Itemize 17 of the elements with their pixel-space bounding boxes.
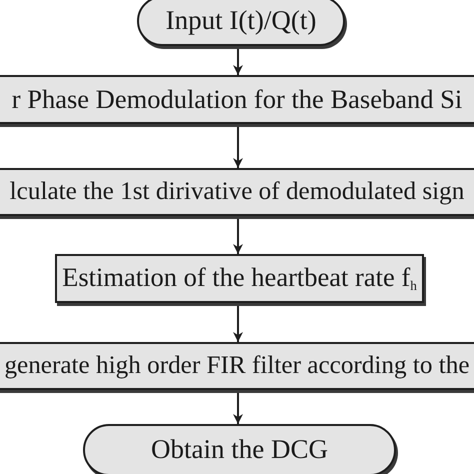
step-text: Obtain the DCG	[151, 435, 328, 465]
process-box	[0, 168, 474, 216]
step-text: generate high order FIR filter according to the	[4, 352, 470, 380]
step-text: lculate the 1st dirivative of demodulated sign	[10, 178, 464, 206]
process-box	[0, 75, 474, 124]
arrow	[233, 48, 243, 75]
step-text: Input I(t)/Q(t)	[166, 6, 316, 36]
step-text: r Phase Demodulation for the Baseband Si	[12, 84, 462, 114]
process-box	[0, 342, 474, 390]
arrow	[233, 218, 243, 254]
arrow	[233, 392, 243, 424]
step-text: Estimation of the heartbeat rate f$_{h}$	[62, 263, 417, 294]
arrow	[233, 305, 243, 342]
end-terminal	[83, 424, 396, 474]
arrow	[233, 126, 243, 168]
process-box	[55, 254, 424, 303]
start-terminal	[137, 0, 345, 46]
